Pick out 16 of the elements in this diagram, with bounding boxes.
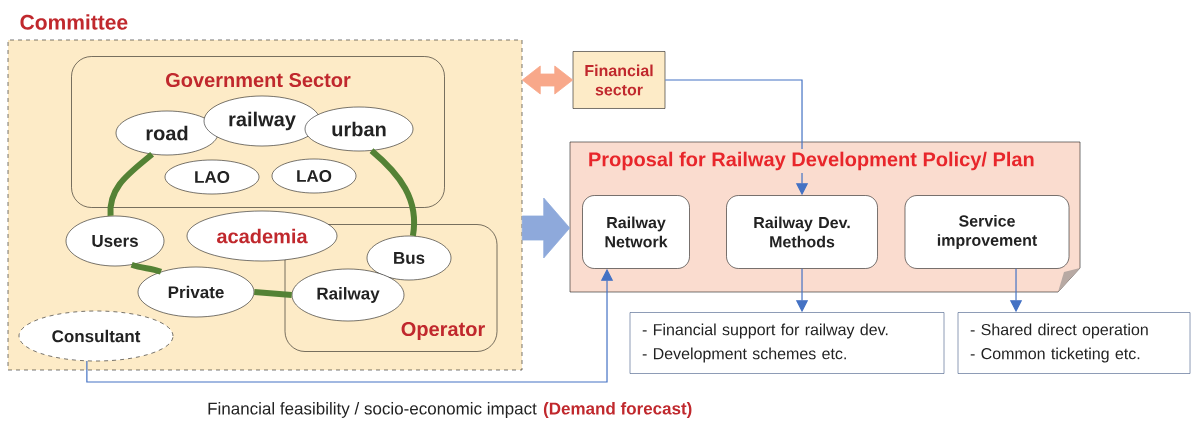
connector-line bbox=[130, 261, 162, 275]
block-arrow bbox=[521, 65, 574, 95]
connector-line bbox=[107, 152, 154, 216]
connector-line bbox=[369, 148, 417, 237]
list-box: - Financial support for railway dev. - Development schemes etc. bbox=[629, 312, 945, 374]
rounded-box: Railway Dev. Methods bbox=[726, 195, 878, 269]
list-box: - Shared direct operation - Common ticketing etc. bbox=[957, 312, 1191, 374]
node-label: Committee bbox=[20, 14, 128, 30]
heading: Proposal for Railway Development Policy/ Plan bbox=[585, 149, 1038, 173]
note-text: (Demand forecast) bbox=[543, 402, 692, 418]
block-arrow bbox=[521, 197, 571, 259]
sector-box: Financial sector bbox=[572, 51, 666, 109]
rounded-box: Service improvement bbox=[904, 195, 1070, 269]
connector-line bbox=[254, 289, 292, 298]
edge-label: Financial feasibility / socio-economic impact bbox=[205, 400, 539, 420]
rounded-box: Railway Network bbox=[582, 195, 690, 269]
